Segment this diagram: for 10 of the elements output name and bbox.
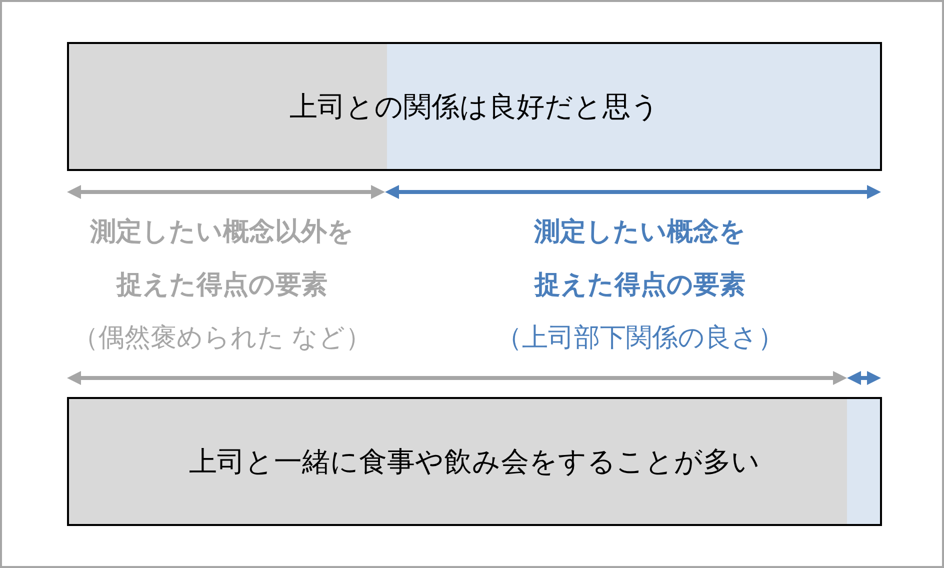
span-label: 測定したい概念を (534, 215, 746, 248)
span-label: 捉えた得点の要素 (116, 268, 328, 301)
span-label: 測定したい概念以外を (90, 215, 354, 248)
bar-text: 上司との関係は良好だと思う (290, 90, 660, 124)
span-label: 捉えた得点の要素 (534, 268, 746, 301)
span-label: （上司部下関係の良さ） (496, 321, 784, 354)
span-label: （偶然褒められた など） (72, 321, 372, 354)
bar (67, 397, 882, 526)
bar-text: 上司と一緒に食事や飲み会をすることが多い (189, 444, 760, 478)
bar (67, 42, 882, 171)
